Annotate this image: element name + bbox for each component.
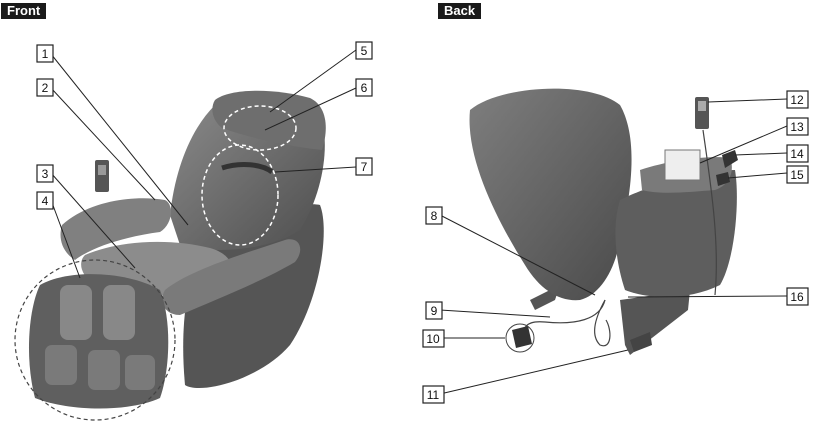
back-chair-illustration (470, 89, 738, 355)
callout-6: 6 (356, 79, 372, 96)
callout-7-label: 7 (361, 160, 368, 174)
callout-15: 15 (787, 166, 808, 183)
callout-15-label: 15 (790, 168, 804, 182)
callout-11-label: 11 (427, 388, 440, 402)
callout-14-label: 14 (790, 147, 804, 161)
callout-6-label: 6 (361, 81, 368, 95)
callout-4: 4 (37, 192, 53, 209)
callout-1: 1 (37, 45, 53, 62)
callout-2-label: 2 (42, 81, 49, 95)
callout-11: 11 (423, 386, 444, 403)
callout-1-label: 1 (42, 47, 49, 61)
callout-5: 5 (356, 42, 372, 59)
callout-8-label: 8 (431, 209, 438, 223)
callout-10: 10 (423, 330, 444, 347)
callout-16: 16 (787, 288, 808, 305)
callout-13: 13 (787, 118, 808, 135)
callout-2: 2 (37, 79, 53, 96)
callout-8: 8 (426, 207, 442, 224)
callout-12-label: 12 (790, 93, 804, 107)
callout-3: 3 (37, 165, 53, 182)
callout-14: 14 (787, 145, 808, 162)
callout-5-label: 5 (361, 44, 368, 58)
callout-16-label: 16 (790, 290, 804, 304)
callout-12: 12 (787, 91, 808, 108)
callout-9-label: 9 (431, 304, 438, 318)
callout-7: 7 (356, 158, 372, 175)
callout-13-label: 13 (790, 120, 804, 134)
callout-10-label: 10 (426, 332, 440, 346)
callout-4-label: 4 (42, 194, 49, 208)
callout-9: 9 (426, 302, 442, 319)
callout-3-label: 3 (42, 167, 49, 181)
front-chair-illustration (15, 91, 326, 420)
